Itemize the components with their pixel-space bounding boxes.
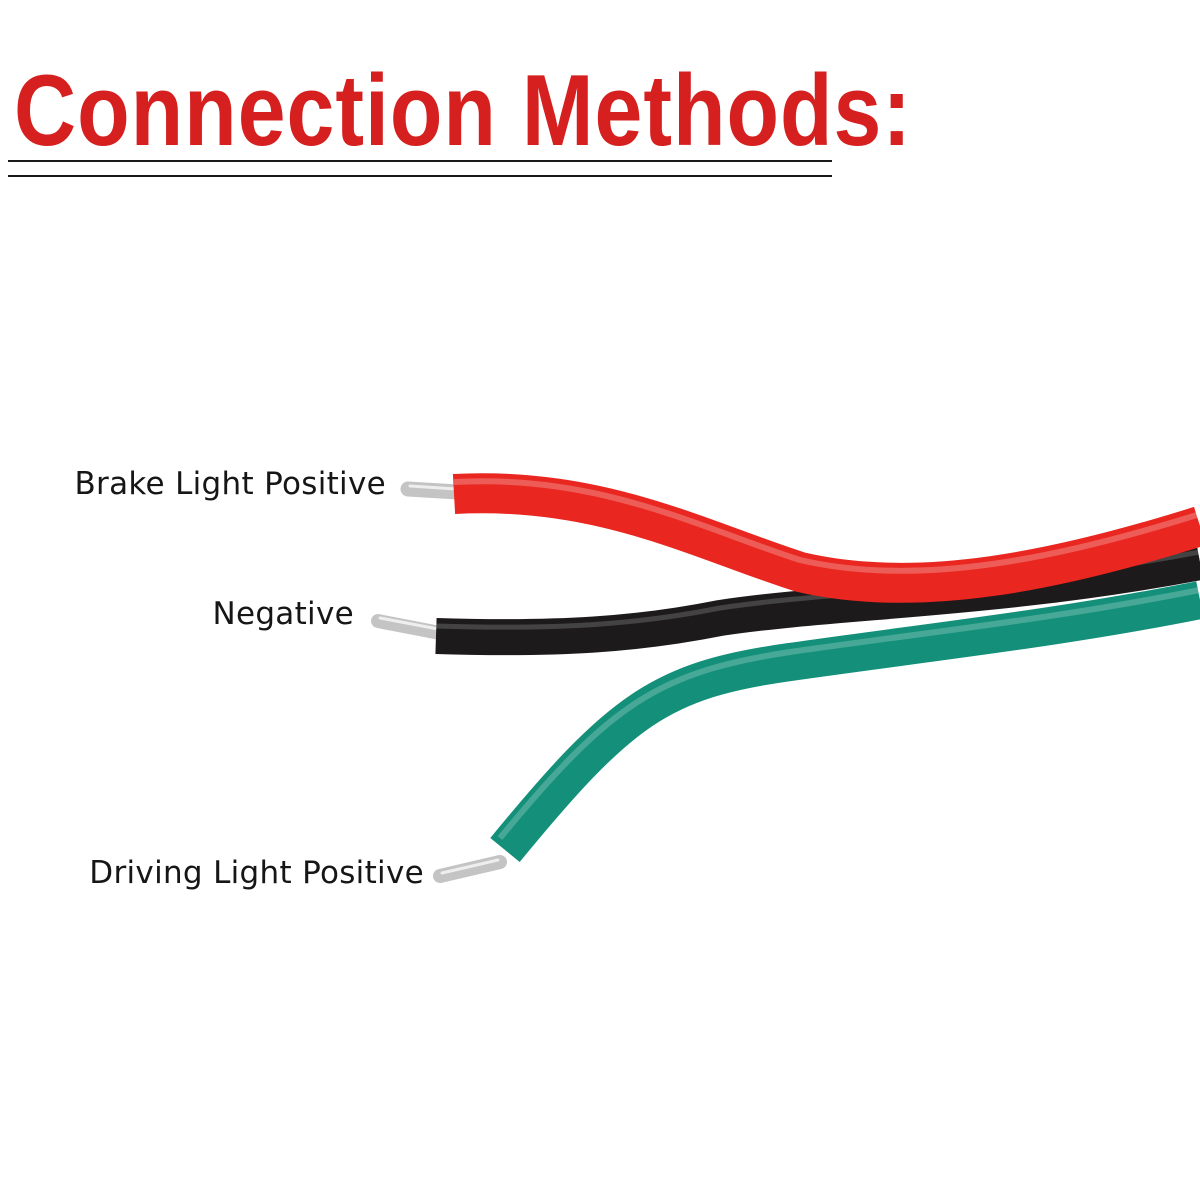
wire-brake-insulation xyxy=(452,473,1200,603)
page-title: Connection Methods: xyxy=(14,54,913,168)
title-underline-top xyxy=(8,160,832,162)
wire-brake-conductor-highlight xyxy=(408,484,458,491)
wire-negative-conductor-highlight xyxy=(378,616,440,631)
wire-driving-insulation-shine xyxy=(497,587,1200,840)
wire-driving-light-positive xyxy=(433,581,1200,883)
wire-driving-conductor xyxy=(433,855,507,883)
wire-brake-insulation-shine xyxy=(453,478,1200,574)
wire-driving-insulation xyxy=(490,581,1200,863)
wire-negative-conductor xyxy=(371,614,447,640)
wire-brake-conductor xyxy=(400,481,466,500)
label-negative: Negative xyxy=(212,596,354,632)
title-underline-bottom xyxy=(8,175,832,177)
label-brake-light-positive: Brake Light Positive xyxy=(74,466,386,502)
wire-brake-light-positive xyxy=(400,473,1200,603)
wire-driving-conductor-highlight xyxy=(440,858,500,875)
label-driving-light-positive: Driving Light Positive xyxy=(89,855,424,891)
